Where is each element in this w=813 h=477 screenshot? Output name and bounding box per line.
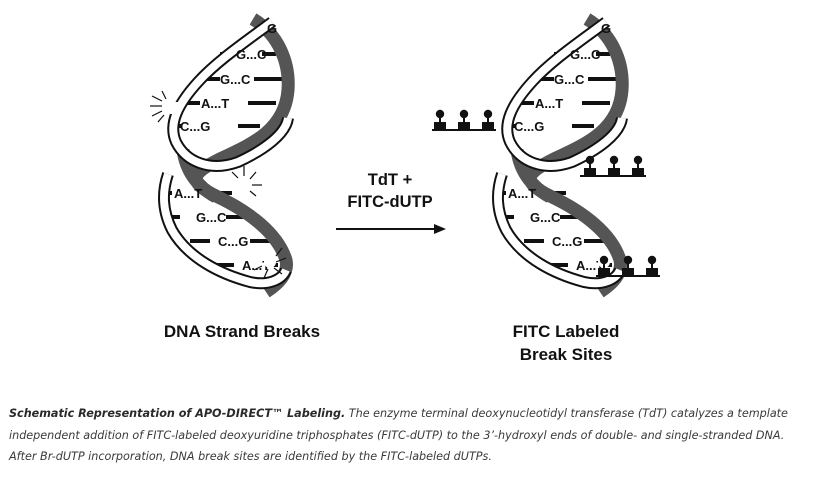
reaction-arrow bbox=[336, 224, 446, 234]
right-base-pair: A...T bbox=[576, 258, 604, 273]
left-base-pair: C...G bbox=[218, 234, 248, 249]
left-base-pair: G...C bbox=[220, 72, 251, 87]
left-base-pair: A...T bbox=[242, 258, 270, 273]
break-site-burst bbox=[231, 166, 262, 197]
right-panel-label-line2: Break Sites bbox=[520, 345, 613, 364]
caption-body: The enzyme terminal deoxynucleotidyl tra… bbox=[9, 407, 788, 463]
right-base-pair: A...T bbox=[535, 96, 563, 111]
left-base-pair: C...G bbox=[180, 119, 210, 134]
left-panel-label: DNA Strand Breaks bbox=[164, 322, 320, 341]
figure-caption: Schematic Representation of APO-DIRECT™ … bbox=[9, 403, 805, 468]
fitc-dutp-chain bbox=[580, 154, 646, 177]
fitc-dutp-chain bbox=[432, 108, 496, 131]
right-top-base: G bbox=[601, 21, 611, 36]
right-base-pair: C...G bbox=[552, 234, 582, 249]
left-base-pair: G...C bbox=[196, 210, 227, 225]
break-site-burst bbox=[253, 247, 287, 279]
left-base-pair: G...C bbox=[236, 47, 267, 62]
labeled-break-point bbox=[572, 178, 584, 190]
right-base-pair: G...C bbox=[554, 72, 585, 87]
right-panel-label-line1: FITC Labeled bbox=[513, 322, 620, 341]
arrow-label-line2: FITC-dUTP bbox=[347, 193, 432, 211]
right-base-pair: C...G bbox=[514, 119, 544, 134]
left-base-pair: A...T bbox=[201, 96, 229, 111]
fitc-dutp-chain bbox=[596, 254, 660, 277]
left-dna-helix: G G...C G...C A...T C...G A...T G...C C.… bbox=[150, 19, 288, 292]
right-base-pair: G...C bbox=[570, 47, 601, 62]
break-site-burst bbox=[150, 90, 178, 123]
left-top-base: G bbox=[267, 21, 277, 36]
right-dna-helix: G G...C G...C A...T C...G A...T G...C C.… bbox=[498, 19, 622, 292]
caption-title: Schematic Representation of APO-DIRECT™ … bbox=[9, 407, 346, 420]
apo-direct-diagram: G G...C G...C A...T C...G A...T G...C C.… bbox=[150, 0, 660, 364]
arrow-label-line1: TdT + bbox=[368, 171, 412, 189]
right-base-pair: G...C bbox=[530, 210, 561, 225]
left-base-pair: A...T bbox=[174, 186, 202, 201]
right-base-pair: A...T bbox=[508, 186, 536, 201]
